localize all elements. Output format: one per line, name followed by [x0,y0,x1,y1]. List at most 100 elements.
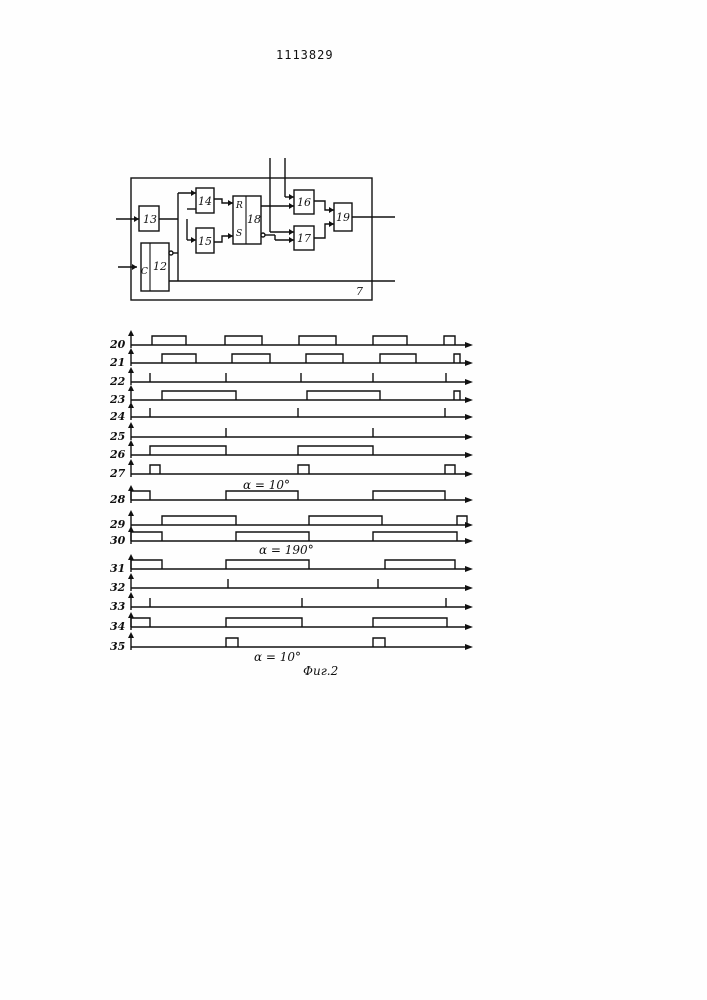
block-12-inv-dot [169,251,173,255]
timing-row-label: 34 [110,620,125,633]
timing-pulse [131,532,162,541]
arrow-to-s [228,233,233,239]
pin-s: S [236,229,242,239]
timing-row-26: 26 [109,440,473,461]
timing-axis-arrow-up [128,459,134,465]
timing-row-24: 24 [109,402,473,423]
inverted-output-dot [261,233,265,237]
timing-axis-arrow-up [128,385,134,391]
timing-axis-arrow-up [128,554,134,560]
arrow-16-to-19 [329,207,334,213]
timing-pulse [373,532,457,541]
timing-axis-arrow-right [465,414,473,420]
timing-pulse [299,336,336,345]
timing-axis-arrow-right [465,644,473,650]
timing-row-22: 22 [109,367,473,388]
block-18-label: 18 [247,213,261,226]
timing-axis-arrow-up [128,612,134,618]
timing-row-label: 26 [109,448,126,461]
arrow-to-r [228,200,233,206]
timing-row-label: 28 [109,493,126,506]
timing-axis-arrow-right [465,566,473,572]
timing-pulse [226,618,302,627]
timing-row-27: 27 [109,459,473,480]
timing-pulse [131,618,150,627]
block-14-label: 14 [198,195,212,208]
timing-pulse [162,354,196,363]
timing-pulse [454,354,460,363]
arrow-17-to-19 [329,221,334,227]
timing-row-34: 34 [110,612,473,633]
block-13-label: 13 [143,213,157,226]
timing-row-label: 30 [110,534,126,547]
timing-pulse [380,354,416,363]
timing-axis-arrow-right [465,604,473,610]
annotation-alpha-2: α = 190° [259,543,314,557]
timing-pulse [445,465,455,474]
timing-axis-arrow-right [465,452,473,458]
timing-row-label: 25 [109,430,125,443]
block-15-label: 15 [198,235,212,248]
timing-axis-arrow-right [465,471,473,477]
circuit-diagram: 7 13 14 15 R S 18 [116,158,395,300]
block-17-label: 17 [297,232,311,245]
timing-row-31: 31 [110,554,473,575]
timing-axis-arrow-right [465,624,473,630]
timing-row-label: 24 [109,410,125,423]
timing-pulse [444,336,455,345]
timing-pulse [225,336,262,345]
timing-axis-arrow-right [465,585,473,591]
annotation-alpha-3: α = 10° [254,650,301,664]
timing-pulse [226,491,298,500]
timing-pulse [454,391,460,400]
timing-row-label: 22 [109,375,126,388]
arrow-b-to-16 [289,194,294,200]
timing-pulse [373,336,407,345]
arrow-to-14 [191,190,196,196]
timing-axis-arrow-right [465,360,473,366]
timing-row-20: 20 [109,330,473,351]
timing-pulse [236,532,309,541]
timing-pulse [298,446,373,455]
timing-axis-arrow-right [465,538,473,544]
timing-axis-arrow-up [128,573,134,579]
timing-diagram: α = 10° α = 190° α = 10° Фиг.2 202122232… [109,330,473,678]
timing-axis-arrow-right [465,342,473,348]
timing-pulse [309,516,382,525]
timing-pulse [162,391,236,400]
timing-pulse [373,491,445,500]
pin-r: R [235,201,243,211]
timing-pulse [150,465,160,474]
block-12-label: 12 [153,260,167,273]
timing-pulse [131,560,162,569]
timing-row-25: 25 [109,422,473,443]
timing-pulse [385,560,455,569]
timing-row-label: 29 [109,518,126,531]
timing-axis-arrow-up [128,485,134,491]
timing-axis-arrow-right [465,397,473,403]
block-19-label: 19 [336,211,350,224]
arrow-to-16 [289,203,294,209]
timing-row-23: 23 [109,385,473,406]
timing-row-label: 27 [109,467,126,480]
timing-row-label: 31 [110,562,125,575]
timing-pulse [373,618,447,627]
line-17-to-19 [314,224,334,238]
timing-axis-arrow-up [128,510,134,516]
timing-row-28: 28 [109,485,473,506]
timing-pulse [298,465,309,474]
timing-pulse [152,336,186,345]
timing-axis-arrow-right [465,497,473,503]
timing-row-21: 21 [109,348,473,369]
input-13-arrow [134,216,139,222]
timing-axis-arrow-up [128,440,134,446]
timing-pulse [373,638,385,647]
timing-row-33: 33 [110,592,473,613]
timing-axis-arrow-right [465,379,473,385]
timing-axis-arrow-up [128,592,134,598]
timing-pulse [131,491,150,500]
timing-row-32: 32 [110,573,473,594]
timing-pulse [307,391,380,400]
timing-axis-arrow-up [128,367,134,373]
